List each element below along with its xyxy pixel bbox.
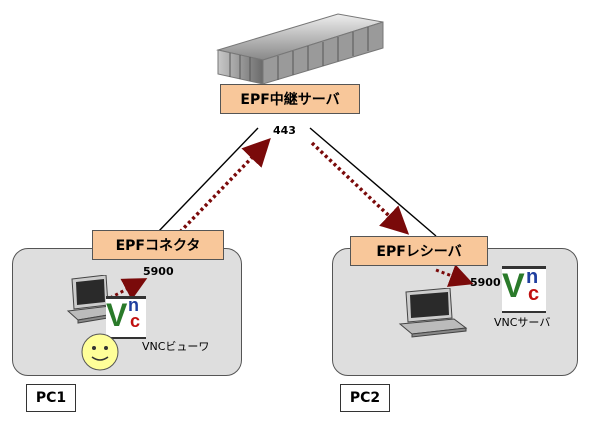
pc1-vnc-logo: V n c [106, 295, 146, 339]
viewer-to-connector-arrow [109, 278, 148, 301]
relay-server-label: EPF中継サーバ [220, 84, 360, 114]
vnc-logo-c: c [130, 311, 141, 331]
receiver-to-server-arrow [435, 264, 474, 287]
pc2-laptop-image [398, 288, 468, 338]
relay-to-pc2-line [309, 127, 437, 237]
connector-to-relay-arrow [178, 137, 271, 234]
relay-to-receiver-arrow [310, 141, 410, 235]
receiver-port: 5900 [470, 276, 501, 289]
vnc-logo-n: n [128, 295, 139, 315]
pc2-app-label: VNCサーバ [494, 316, 551, 329]
connector-port: 5900 [143, 265, 174, 278]
pc1-app-label: VNCビューワ [142, 340, 210, 353]
pc2-vnc-logo: V n c [502, 266, 546, 313]
vnc-logo-c: c [528, 283, 540, 305]
pc1-label: PC1 [26, 384, 76, 412]
receiver-label: EPFレシーバ [350, 236, 488, 266]
server-rack-image [216, 13, 384, 85]
pc1-to-relay-line [157, 127, 259, 233]
user-smiley-icon [81, 333, 119, 371]
relay-port: 443 [273, 124, 296, 137]
pc2-label: PC2 [340, 384, 390, 412]
connector-label: EPFコネクタ [92, 230, 224, 260]
vnc-logo-v: V [502, 267, 525, 305]
vnc-logo-v: V [106, 297, 128, 333]
vnc-logo-n: n [526, 266, 539, 288]
